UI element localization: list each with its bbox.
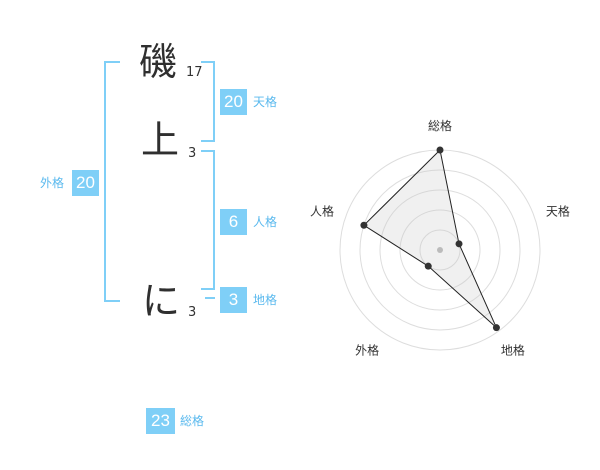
radar-point: [492, 324, 500, 332]
jinkaku-value: 6: [220, 209, 247, 235]
radar-axis-label: 総格: [428, 118, 452, 133]
chikaku-value: 3: [220, 287, 247, 313]
radar-axis-label: 天格: [546, 204, 570, 219]
name-char-2: 上: [141, 118, 180, 162]
radar-point: [455, 240, 463, 248]
radar-area: [363, 148, 497, 329]
soukaku-label: 総格: [180, 414, 205, 428]
jinkaku-bracket: [201, 150, 215, 290]
gaikaku-label: 外格: [40, 176, 65, 190]
radar-point: [424, 262, 432, 270]
chikaku-bracket: [205, 297, 215, 299]
radar-axis-label: 外格: [355, 342, 379, 357]
gaikaku-bracket: [104, 61, 120, 302]
radar-point: [436, 146, 444, 154]
radar-axis-label: 地格: [501, 342, 525, 357]
radar-ring: [419, 229, 461, 271]
jinkaku-label: 人格: [253, 215, 278, 229]
radar-ring: [399, 209, 481, 291]
stroke-count-1: 17: [186, 65, 203, 80]
chikaku-label: 地格: [253, 293, 278, 307]
radar-ring: [359, 169, 521, 331]
radar-axis-label: 人格: [310, 204, 334, 219]
tenkaku-value: 20: [220, 89, 247, 115]
tenkaku-label: 天格: [253, 95, 278, 109]
name-char-1: 磯: [139, 40, 178, 84]
soukaku-value: 23: [146, 408, 175, 434]
radar-point: [360, 221, 368, 229]
name-char-3: に: [142, 279, 181, 323]
radar-center: [437, 247, 443, 253]
stroke-count-3: 3: [188, 305, 197, 320]
radar-ring: [379, 189, 501, 311]
stroke-count-2: 3: [188, 146, 197, 161]
gaikaku-value: 20: [72, 170, 99, 196]
tenkaku-bracket: [201, 61, 215, 142]
